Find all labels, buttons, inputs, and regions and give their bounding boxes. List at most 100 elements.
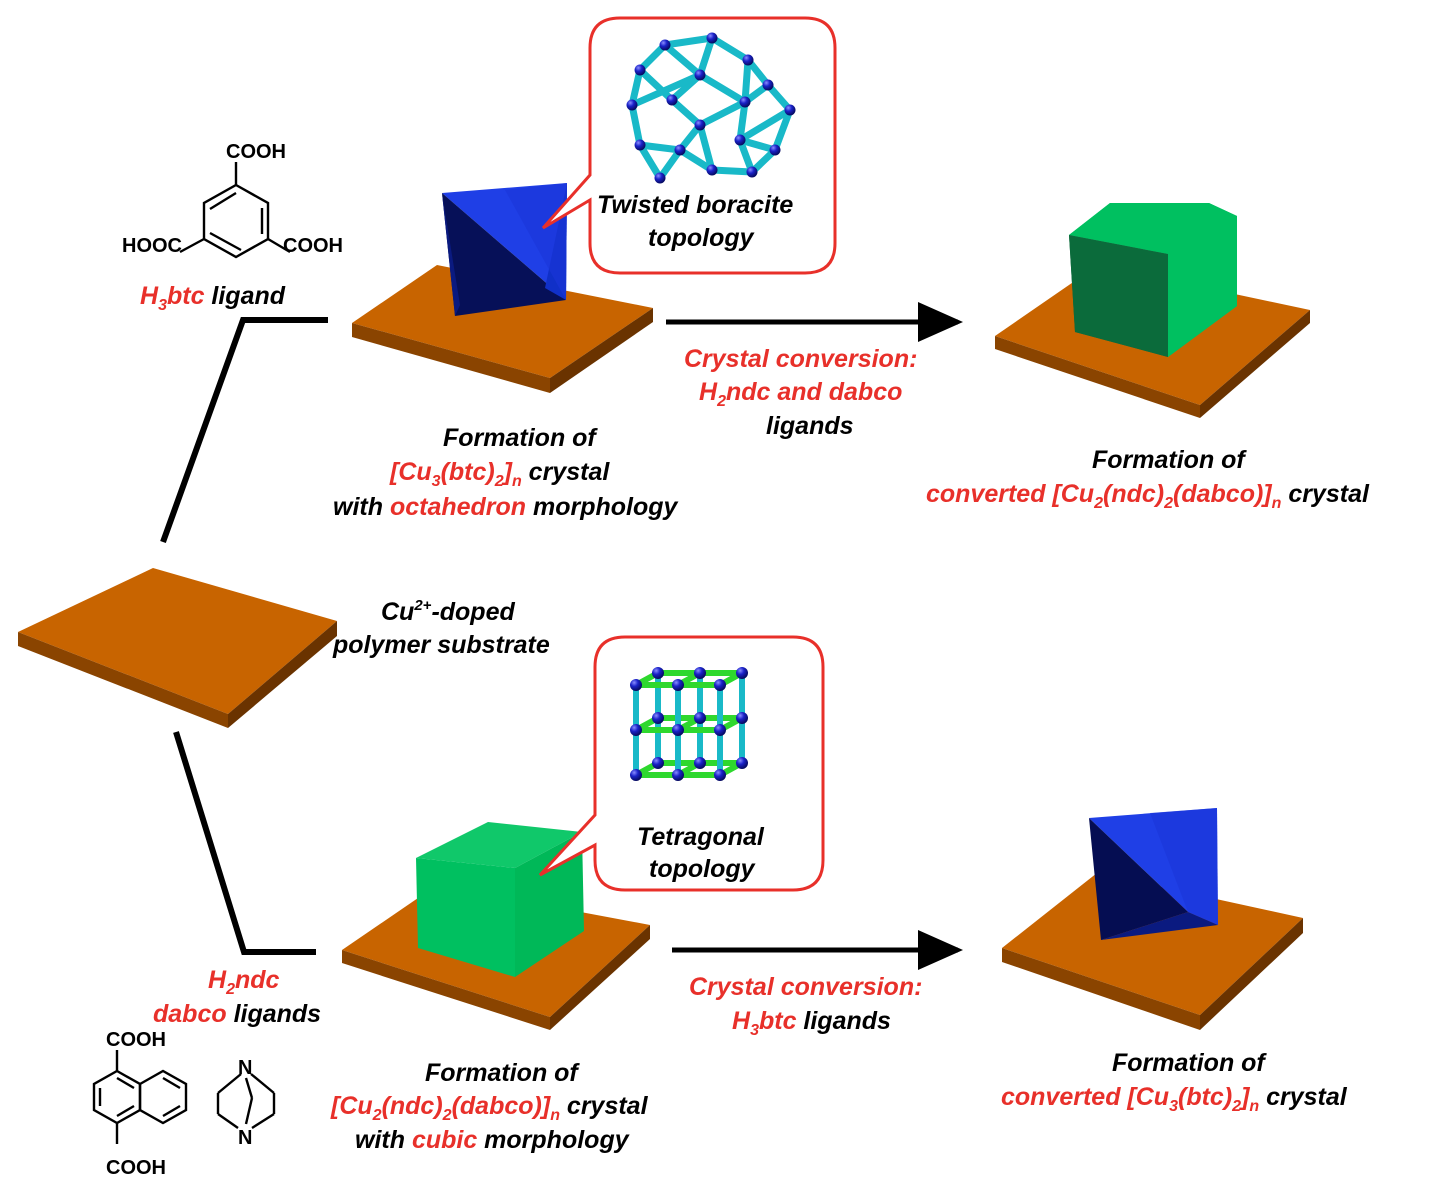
dabco-structure: N N xyxy=(216,1057,276,1149)
boracite-node xyxy=(654,172,666,184)
boracite-callout-line1: Twisted boracite xyxy=(597,191,793,219)
tetragonal-node xyxy=(694,757,706,769)
boracite-node xyxy=(626,99,638,111)
octahedron-crystal xyxy=(442,183,567,316)
cubic-crystal xyxy=(416,822,584,977)
bottom-result-line2: converted [Cu3(btc)2]n crystal xyxy=(1001,1083,1348,1115)
bottom-conversion-line2: H3btc ligands xyxy=(732,1007,891,1039)
tetragonal-node xyxy=(714,724,726,736)
boracite-rod xyxy=(628,66,644,109)
dabco-n-bottom: N xyxy=(238,1127,252,1149)
boracite-node xyxy=(769,144,781,156)
bottom-formation-line1: Formation of xyxy=(425,1059,580,1087)
boracite-rod xyxy=(656,146,684,182)
tetragonal-node xyxy=(694,667,706,679)
top-formation-line2: [Cu3(btc)2]n crystal xyxy=(389,458,610,490)
boracite-node xyxy=(674,144,686,156)
ndc-cooh-top: COOH xyxy=(106,1029,166,1051)
boracite-rod xyxy=(676,146,716,174)
boracite-node xyxy=(706,164,718,176)
ndc-cooh-bottom: COOH xyxy=(106,1157,166,1179)
boracite-rod xyxy=(708,34,752,64)
converted-octahedron-crystal-bottom xyxy=(1089,808,1218,940)
tetragonal-node xyxy=(736,712,748,724)
bottom-formation-line3: with cubic morphology xyxy=(355,1126,630,1154)
substrate-label-line1: Cu2+-doped xyxy=(381,597,515,626)
boracite-rod xyxy=(736,136,779,154)
bottom-formation-line2: [Cu2(ndc)2(dabco)]n crystal xyxy=(330,1092,649,1124)
tetragonal-node xyxy=(672,679,684,691)
tetragonal-node xyxy=(736,757,748,769)
btc-hooc-left: HOOC xyxy=(122,235,182,257)
bottom-right-substrate xyxy=(1002,873,1303,1030)
boracite-rod xyxy=(628,71,704,109)
tetragonal-node xyxy=(630,679,642,691)
boracite-rod xyxy=(636,141,664,182)
btc-cooh-right: COOH xyxy=(283,235,343,257)
boracite-node xyxy=(634,139,646,151)
boracite-node xyxy=(666,94,678,106)
btc-cooh-top: COOH xyxy=(226,141,286,163)
boracite-node xyxy=(746,166,758,178)
bottom-ligand-line2: dabco ligands xyxy=(153,1000,321,1028)
top-conversion-line3: ligands xyxy=(766,412,854,440)
tetragonal-node xyxy=(714,679,726,691)
boracite-node xyxy=(706,32,718,44)
boracite-rod xyxy=(668,96,704,129)
top-conversion-line2: H2ndc and dabco xyxy=(699,378,902,410)
boracite-rod xyxy=(661,41,704,79)
boracite-network xyxy=(626,32,796,184)
boracite-rod xyxy=(741,56,752,106)
tetragonal-callout-line2: topology xyxy=(649,855,756,883)
boracite-rod xyxy=(708,166,756,176)
top-result-line1: Formation of xyxy=(1092,446,1247,474)
ndc-structure: COOH COOH xyxy=(92,1029,188,1179)
boracite-rod xyxy=(636,66,676,104)
tetragonal-node xyxy=(630,724,642,736)
converted-cube-crystal-top xyxy=(1069,203,1237,357)
boracite-node xyxy=(739,96,751,108)
boracite-rod xyxy=(736,98,749,144)
top-result-line2: converted [Cu2(ndc)2(dabco)]n crystal xyxy=(926,480,1370,512)
tetragonal-node xyxy=(652,757,664,769)
boracite-rod xyxy=(696,34,716,79)
top-branch-line xyxy=(160,317,328,544)
tetragonal-node xyxy=(630,769,642,781)
boracite-node xyxy=(634,64,646,76)
tetragonal-node xyxy=(652,667,664,679)
bottom-result-line1: Formation of xyxy=(1112,1049,1267,1077)
dabco-n-top: N xyxy=(238,1057,252,1079)
boracite-node xyxy=(742,54,754,66)
top-substrate xyxy=(352,265,653,393)
boracite-rod xyxy=(696,98,749,129)
btc-structure: COOH HOOC COOH xyxy=(122,141,343,259)
top-formation-line3: with octahedron morphology xyxy=(333,493,679,521)
top-ligand-label: H3btc ligand xyxy=(140,282,286,314)
boracite-node xyxy=(784,104,796,116)
boracite-rod xyxy=(628,101,644,149)
boracite-node xyxy=(734,134,746,146)
tetragonal-node xyxy=(694,712,706,724)
tetragonal-node xyxy=(714,769,726,781)
cu-doped-substrate xyxy=(18,568,337,728)
substrate-label-line2: polymer substrate xyxy=(332,631,550,659)
tetragonal-node xyxy=(672,769,684,781)
boracite-rod xyxy=(636,141,684,154)
bottom-conversion-line1: Crystal conversion: xyxy=(689,973,922,1001)
boracite-node xyxy=(694,119,706,131)
boracite-rod xyxy=(696,121,716,174)
top-formation-line1: Formation of xyxy=(443,424,598,452)
boracite-rod xyxy=(764,81,794,114)
boracite-rod xyxy=(736,136,756,176)
boracite-rod xyxy=(636,41,669,74)
boracite-rod xyxy=(736,106,794,144)
boracite-rod xyxy=(696,71,749,106)
tetragonal-network xyxy=(630,667,748,781)
tetragonal-node xyxy=(672,724,684,736)
boracite-rod xyxy=(771,106,794,154)
tetragonal-node xyxy=(736,667,748,679)
bottom-ligand-line1: H2ndc xyxy=(208,966,280,998)
tetragonal-node xyxy=(652,712,664,724)
boracite-node xyxy=(762,79,774,91)
